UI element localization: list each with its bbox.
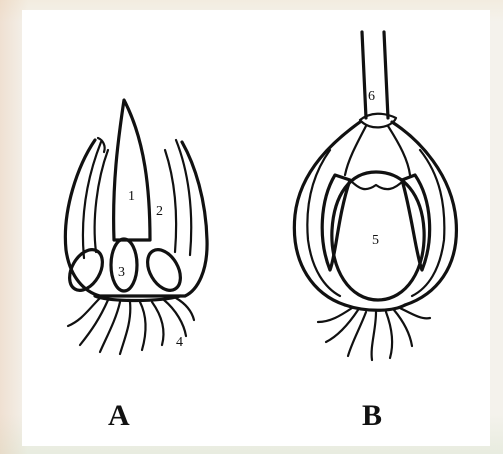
- bulb-b-sheath: [345, 126, 366, 175]
- bulb-b-drawing: [294, 32, 456, 360]
- bulb-a-root: [120, 302, 130, 354]
- bulb-a-root: [152, 302, 164, 345]
- bulb-b-stem: [384, 32, 388, 118]
- bulb-a-root: [80, 300, 108, 345]
- bulb-a-scale-line: [95, 150, 108, 252]
- label-6: 6: [368, 89, 375, 104]
- bulb-b-root: [372, 312, 376, 360]
- bulb-a-scale-line: [165, 150, 176, 252]
- bulb-b-stem: [362, 32, 366, 118]
- bulb-b-outer-scale: [294, 122, 360, 305]
- bulb-a-drawing: [63, 100, 207, 354]
- bulb-b-daughter-crease: [350, 180, 404, 189]
- label-4: 4: [176, 335, 183, 350]
- bulb-b-root: [318, 308, 352, 322]
- letter-a: A: [108, 399, 130, 432]
- label-3: 3: [118, 265, 125, 280]
- bulb-a-left-bud: [63, 244, 109, 296]
- bulb-a-central-bud: [114, 100, 150, 240]
- label-5: 5: [372, 233, 379, 248]
- bulb-a-right-bud: [141, 244, 187, 296]
- label-2: 2: [156, 204, 163, 219]
- letter-b: B: [362, 399, 382, 432]
- bulb-b-right-scale: [402, 175, 430, 270]
- bulb-b-basal-plate: [345, 305, 405, 310]
- bulb-b-root: [386, 312, 392, 358]
- bulb-b-root: [400, 308, 430, 318]
- label-1: 1: [128, 189, 135, 204]
- bulb-b-root: [394, 310, 412, 346]
- bulb-a-root: [164, 300, 186, 336]
- bulb-a-root: [140, 302, 146, 350]
